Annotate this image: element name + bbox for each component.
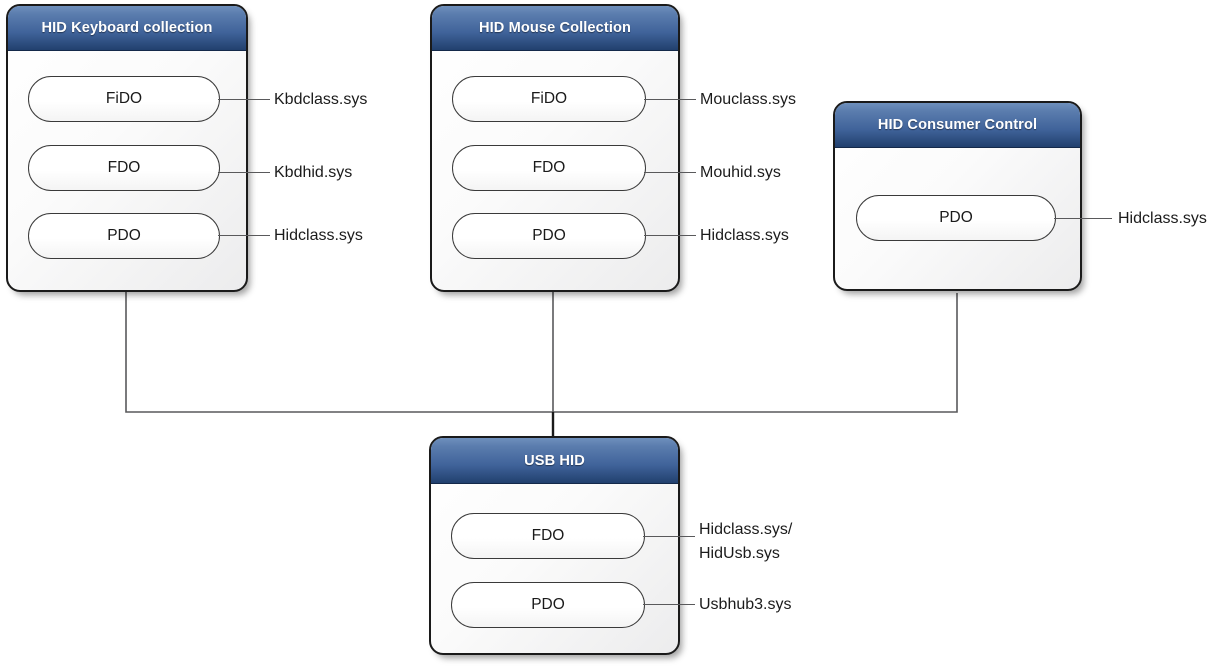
leader-keyboard-fdo (218, 172, 270, 173)
leader-keyboard-fido (218, 99, 270, 100)
label-usb-fdo-driver-line1: Hidclass.sys/ (699, 521, 793, 538)
label-keyboard-pdo-driver: Hidclass.sys (274, 227, 363, 244)
box-title-usb-hid: USB HID (431, 438, 678, 484)
pill-keyboard-fido[interactable]: FiDO (28, 76, 220, 122)
label-mouse-pdo-driver: Hidclass.sys (700, 227, 789, 244)
box-title-hid-consumer-control: HID Consumer Control (835, 103, 1080, 148)
label-mouse-fdo-driver: Mouhid.sys (700, 164, 781, 181)
pill-mouse-fido[interactable]: FiDO (452, 76, 646, 122)
leader-mouse-pdo (644, 235, 696, 236)
pill-usb-fdo[interactable]: FDO (451, 513, 645, 559)
leader-usb-fdo (643, 536, 695, 537)
box-title-hid-mouse-collection: HID Mouse Collection (432, 6, 678, 51)
leader-keyboard-pdo (218, 235, 270, 236)
pill-usb-pdo[interactable]: PDO (451, 582, 645, 628)
label-usb-fdo-driver-line2: HidUsb.sys (699, 545, 780, 562)
pill-consumer-pdo[interactable]: PDO (856, 195, 1056, 241)
leader-mouse-fido (644, 99, 696, 100)
box-title-hid-keyboard-collection: HID Keyboard collection (8, 6, 246, 51)
leader-consumer-pdo (1054, 218, 1112, 219)
label-consumer-pdo-driver: Hidclass.sys (1118, 210, 1207, 227)
leader-mouse-fdo (644, 172, 696, 173)
connector-bus (125, 292, 958, 413)
pill-keyboard-fdo[interactable]: FDO (28, 145, 220, 191)
pill-mouse-pdo[interactable]: PDO (452, 213, 646, 259)
pill-keyboard-pdo[interactable]: PDO (28, 213, 220, 259)
label-mouse-fido-driver: Mouclass.sys (700, 91, 797, 108)
label-keyboard-fdo-driver: Kbdhid.sys (274, 164, 353, 181)
pill-mouse-fdo[interactable]: FDO (452, 145, 646, 191)
label-keyboard-fido-driver: Kbdclass.sys (274, 91, 368, 108)
leader-usb-pdo (643, 604, 695, 605)
label-usb-pdo-driver: Usbhub3.sys (699, 596, 792, 613)
